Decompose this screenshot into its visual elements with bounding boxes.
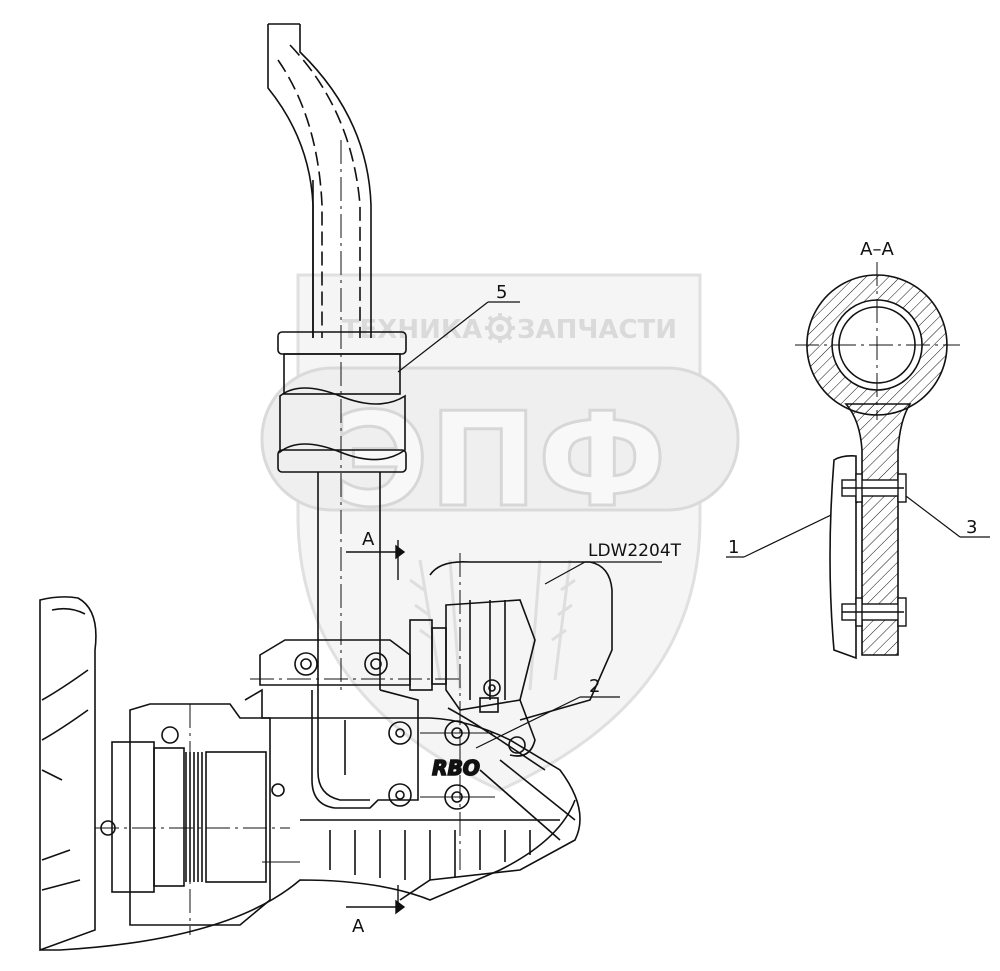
engine-block: RBO [244,688,581,901]
flywheel-bolt-top [161,726,179,744]
pipe-hose [279,387,406,461]
flywheel-fins [185,752,203,882]
engine-model-label: LDW2204T [588,541,682,561]
collar-nut-left [294,652,318,676]
exhaust-pipe [267,23,407,690]
section-mark-top [346,540,406,580]
gear-icon [485,313,515,343]
watermark-text-right: ЗАПЧАСТИ [517,315,677,345]
callout-5: 5 [496,282,507,303]
callout-2: 2 [589,676,600,697]
section-mark-bottom [346,885,406,915]
pipe-dash-left [277,59,323,338]
turbocharger [409,553,613,870]
cooling-fins [300,819,560,880]
section-aa-detail [795,262,960,660]
watermark-wheat-ornament [409,559,576,691]
section-bolt-upper [841,473,907,503]
pipe-outer-right [299,24,372,338]
callout-3: 3 [966,517,977,538]
section-label-bottom: A [352,916,365,937]
watermark-big-text: ЭПФ [333,384,666,536]
callout-1: 1 [728,537,739,558]
engine-logo-text: RBO [432,756,480,780]
clamp-stem [844,403,912,656]
watermark-text-left: ТЕХНИКА [342,315,482,345]
collar-nut-right [364,652,388,676]
watermark: ТЕХНИКА ЗАПЧАСТИ ЭПФ [260,273,740,792]
cooling-fan-duct [39,596,576,952]
pipe-dash-right [289,44,361,338]
flywheel-assembly [95,703,300,935]
section-aa-title: A–A [860,239,894,260]
pipe-clamp-lower [277,449,407,473]
bracket-bolt-upper [388,721,412,745]
section-label-top: A [362,529,375,550]
bracket-bolt-lower [388,783,412,807]
section-bolt-lower [841,597,907,627]
